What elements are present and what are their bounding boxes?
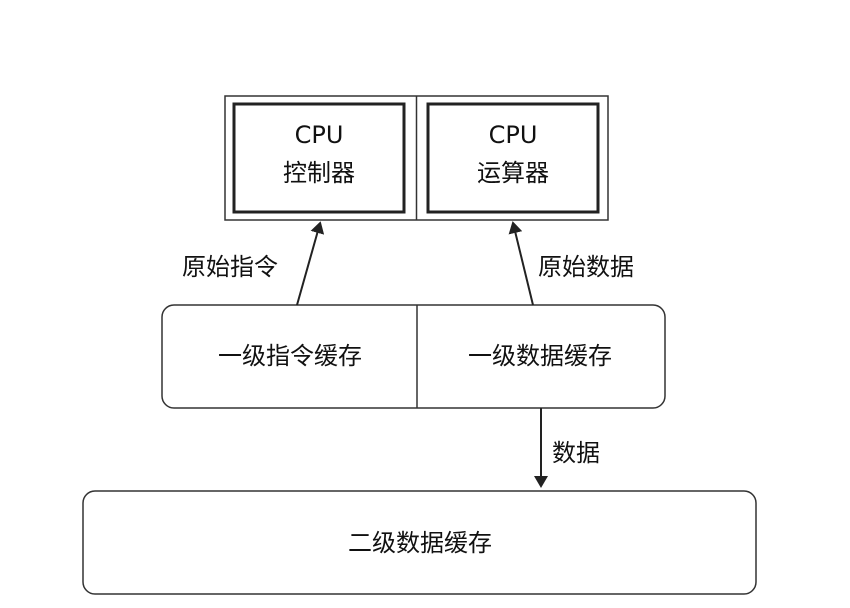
cpu-controller-label-line1: CPU: [295, 121, 344, 149]
l1-data-cache-label: 一级数据缓存: [468, 342, 612, 370]
cpu-block: CPU 控制器 CPU 运算器: [224, 95, 609, 221]
l2-data-cache-label: 二级数据缓存: [348, 529, 492, 557]
cpu-controller-frame: [232, 102, 406, 214]
l2-cache-block: 二级数据缓存: [82, 490, 757, 595]
raw-data-label: 原始数据: [538, 253, 634, 281]
l2-cache-frame: [82, 490, 757, 595]
l1-cache-block: 一级指令缓存 一级数据缓存: [161, 304, 666, 409]
cpu-controller-box: CPU 控制器: [232, 102, 406, 214]
cpu-controller-label-line2: 控制器: [283, 159, 355, 187]
raw-instruction-arrow: [296, 221, 325, 306]
cpu-alu-label-line1: CPU: [489, 121, 538, 149]
raw-data-arrow: [508, 221, 534, 306]
l1-instruction-cache-label: 一级指令缓存: [218, 342, 362, 370]
data-label: 数据: [552, 439, 600, 467]
cpu-alu-label-line2: 运算器: [477, 159, 549, 187]
cpu-alu-frame: [426, 102, 600, 214]
cpu-alu-box: CPU 运算器: [426, 102, 600, 214]
l1-cache-frame: [161, 304, 666, 409]
raw-instruction-label: 原始指令: [182, 253, 278, 281]
